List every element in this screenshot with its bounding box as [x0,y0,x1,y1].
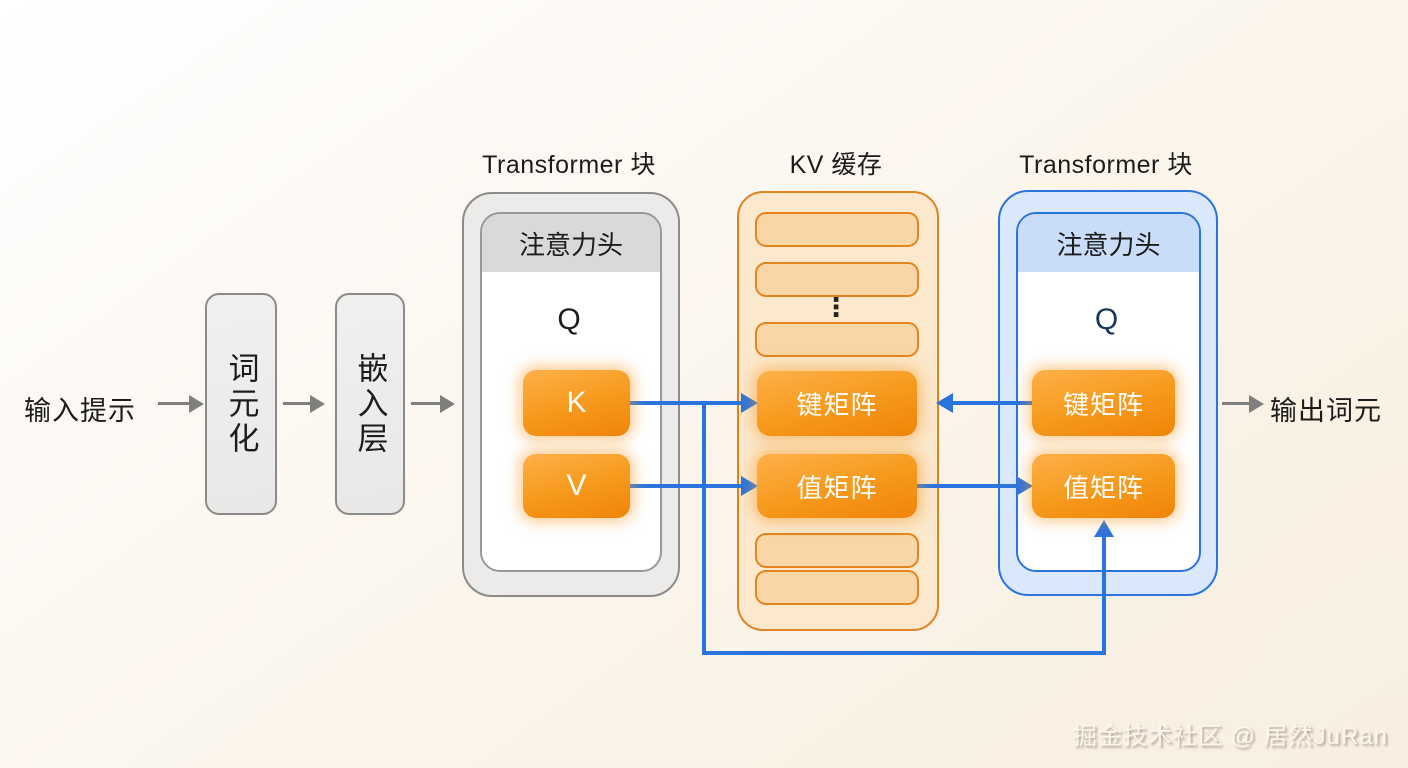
embedding-box: 嵌入层 [335,293,405,515]
block1-head-label: 注意力头 [482,214,660,272]
block1-q-label: Q [557,303,581,336]
flow-v-to-cache-line [630,484,743,488]
block2-value-matrix: 值矩阵 [1032,454,1175,518]
arrow-output-head [1249,395,1264,413]
arrow-emb-to-block-head [440,395,455,413]
cache-slot-1 [755,212,919,247]
arrow-output-line [1222,402,1250,405]
arrow-input-head [189,395,204,413]
block2-key-matrix: 键矩阵 [1032,370,1175,436]
flow-right-vertical-line [1102,536,1106,654]
flow-cachevalue-to-block2-line [917,484,1018,488]
cache-slot-2 [755,262,919,297]
tokenization-box: 词元化 [205,293,277,515]
cache-ellipsis: ⋮ [823,292,849,322]
block2-q-label: Q [1094,303,1119,336]
block1-v-matrix: V [523,454,630,518]
cache-slot-4 [755,533,919,568]
flow-k-to-cache-line [630,401,743,405]
cache-value-matrix: 值矩阵 [757,454,917,518]
tokenization-label: 词元化 [223,351,259,457]
arrow-input-line [158,402,190,405]
flow-cachevalue-to-block2-head [1016,476,1033,496]
flow-bottom-line [702,651,1106,655]
embedding-label: 嵌入层 [352,351,388,457]
flow-left-vertical-line [702,401,706,654]
output-token-label: 输出词元 [1270,396,1382,426]
block2-head-label: 注意力头 [1018,214,1199,272]
cache-slot-5 [755,570,919,605]
input-prompt-label: 输入提示 [24,396,136,426]
flow-k-to-cache-head [741,393,758,413]
cache-key-matrix: 键矩阵 [757,371,917,436]
flow-block2key-to-cache-line [952,401,1032,405]
flow-v-to-cache-head [741,476,758,496]
kv-cache-title: KV 缓存 [789,151,883,179]
block1-k-matrix: K [523,370,630,436]
block1-title: Transformer 块 [482,151,656,179]
flow-up-into-value-head [1094,520,1114,537]
arrow-emb-to-block-line [411,402,441,405]
cache-slot-3 [755,322,919,357]
flow-block2key-to-cache-head [936,393,953,413]
watermark-text: 掘金技术社区 @ 居然JuRan [1072,723,1388,750]
block2-title: Transformer 块 [1019,151,1193,179]
arrow-tok-to-emb-line [283,402,311,405]
arrow-tok-to-emb-head [310,395,325,413]
